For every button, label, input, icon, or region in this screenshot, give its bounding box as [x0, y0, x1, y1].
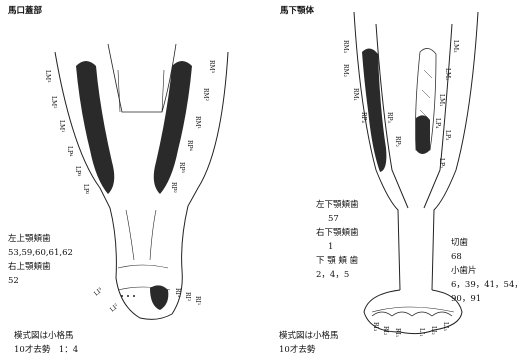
label-ri2-lower: RI₂ [382, 326, 389, 336]
lower-right-cheek-teeth-dark [416, 115, 430, 154]
incisor-ids: 68 [451, 250, 517, 264]
fragment-ids: 6，39，41，54，58 [451, 278, 517, 292]
lower-tooth-labels: RM₃ RM₂ RM₁ RP₄ RP₃ RP₂ LM₃ LM₂ LM₁ LP₄ … [342, 40, 459, 337]
label-lp2: LP² [82, 184, 89, 195]
label-rp2: RP² [170, 182, 177, 194]
label-lm1: LM¹ [58, 120, 65, 133]
upper-incisor-dots [121, 295, 135, 297]
label-ri1: RI¹ [194, 296, 201, 305]
incisor-fragment-notes: 切歯 68 小歯片 6，39，41，54，58 90，91 [451, 236, 517, 306]
label-lp3: LP³ [74, 166, 81, 177]
label-li2: LI² [109, 302, 121, 313]
left-caption-line2: 10才去勢 1：4 [14, 343, 78, 357]
label-rm3: RM³ [208, 60, 215, 74]
label-lp4: LP⁴ [66, 146, 73, 157]
label-ri1-lower: RI₁ [394, 328, 401, 337]
fragment-ids-2: 90，91 [451, 292, 517, 306]
lower-incisors [372, 312, 452, 316]
label-rp3-lower: RP₃ [386, 112, 393, 124]
left-caption-line1: 模式図は小格馬 [14, 329, 78, 343]
label-lp2-lower: LP₂ [438, 158, 445, 169]
label-li3: LI³ [93, 286, 105, 297]
right-caption-line1: 模式図は小格馬 [279, 329, 339, 343]
right-upper-ids: 52 [8, 274, 73, 288]
label-rm1: RM¹ [194, 116, 201, 129]
label-rm3-lower: RM₃ [342, 40, 349, 54]
left-lower-ids: 57 [316, 212, 359, 226]
label-ri2: RI² [184, 292, 191, 302]
fragment-label: 小歯片 [451, 264, 517, 278]
left-lower-label: 左下顎頬歯 [316, 198, 359, 212]
label-rm1-lower: RM₁ [352, 88, 359, 101]
lower-label: 下 顎 頬 歯 [316, 254, 359, 268]
left-upper-label: 左上顎頬歯 [8, 232, 73, 246]
lower-left-cheek-teeth [362, 48, 386, 172]
right-upper-label: 右上顎頬歯 [8, 260, 73, 274]
left-upper-ids: 53,59,60,61,62 [8, 246, 73, 260]
lower-ids: 2，4，5 [316, 268, 359, 282]
upper-right-cheek-teeth [154, 61, 192, 194]
left-caption: 模式図は小格馬 10才去勢 1：4 [14, 329, 78, 357]
label-rp2-lower: RP₂ [394, 136, 401, 148]
right-lower-ids: 1 [316, 240, 359, 254]
upper-incisors [150, 285, 168, 310]
label-rp4-lower: RP₄ [360, 112, 367, 124]
label-lm2: LM² [50, 96, 57, 109]
label-lm1-lower: LM₁ [438, 94, 445, 107]
label-rp3: RP³ [178, 162, 185, 174]
upper-teeth-notes: 左上顎頬歯 53,59,60,61,62 右上顎頬歯 52 [8, 232, 73, 288]
label-lm3-lower: LM₃ [452, 40, 459, 53]
label-ri3-lower: RI₃ [372, 322, 379, 332]
label-ri3: RI³ [174, 288, 181, 298]
label-lp3-lower: LP₃ [444, 130, 451, 141]
label-li1-lower: LI₁ [418, 328, 425, 337]
label-rm2: RM² [202, 88, 209, 102]
lower-teeth-notes: 左下顎頬歯 57 右下顎頬歯 1 下 顎 頬 歯 2，4，5 [316, 198, 359, 282]
label-rp4: RP⁴ [186, 140, 193, 152]
label-li3-lower: LI₃ [442, 322, 449, 331]
right-caption-line2: 10才去勢 [279, 343, 339, 357]
right-caption: 模式図は小格馬 10才去勢 [279, 329, 339, 357]
label-rm2-lower: RM₂ [342, 64, 349, 78]
label-lp4-lower: LP₄ [434, 118, 441, 129]
label-lm3: LM³ [44, 70, 51, 83]
label-li2-lower: LI₂ [430, 326, 437, 335]
right-lower-label: 右下顎頬歯 [316, 226, 359, 240]
incisor-label: 切歯 [451, 236, 517, 250]
label-lm2-lower: LM₂ [444, 68, 451, 81]
